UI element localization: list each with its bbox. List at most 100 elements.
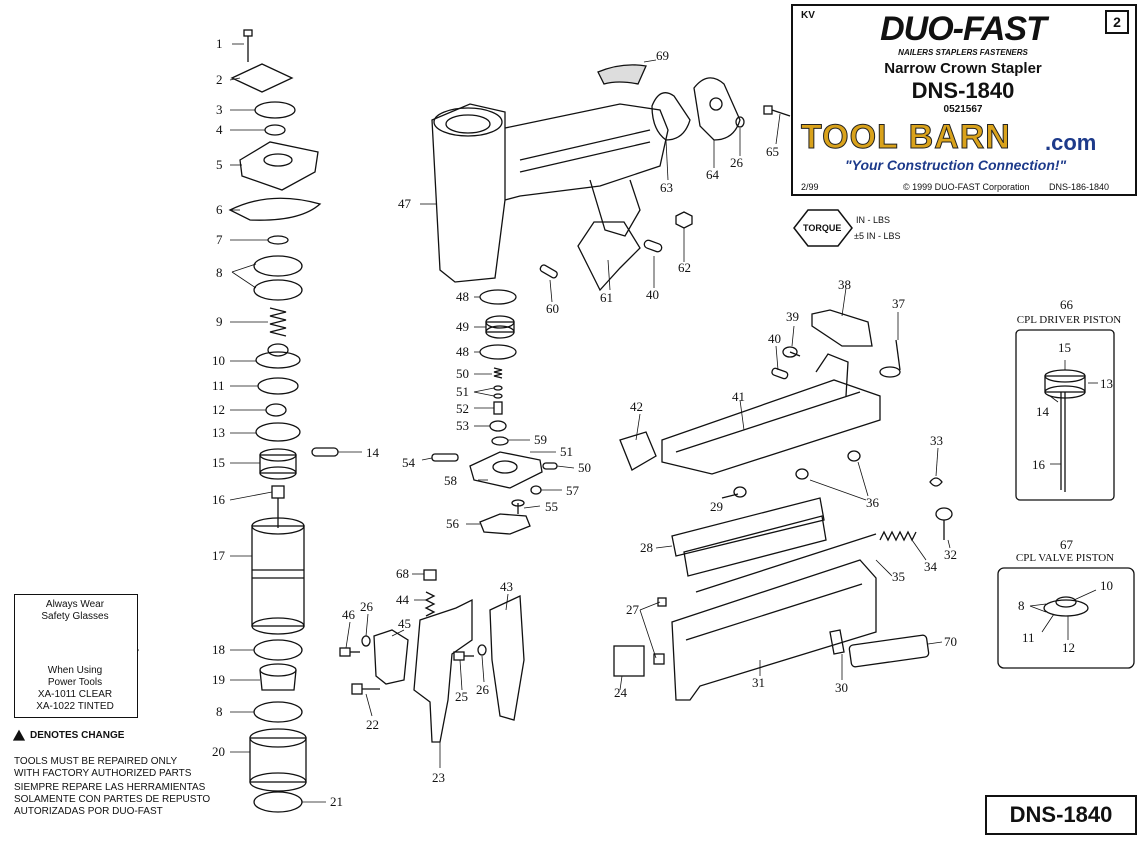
callout: 4: [216, 122, 223, 137]
part-48-oring-b: [479, 344, 517, 360]
toolbarn-logo-suffix: .com: [1045, 130, 1097, 155]
part-8-oring-b: [253, 279, 303, 301]
part-34-spring: [879, 530, 917, 542]
part-50-pin-b: [542, 462, 558, 470]
product-title: Narrow Crown Stapler: [884, 60, 1042, 77]
callout: 8: [216, 265, 223, 280]
part-11-seal: [257, 377, 299, 395]
callout: 10: [212, 353, 225, 368]
safety-glasses-box: Always Wear Safety Glasses When Using Po…: [14, 594, 138, 718]
part-29-screw: [721, 486, 747, 499]
callout: 16: [212, 492, 225, 507]
callout: 7: [216, 232, 223, 247]
callout: 20: [212, 744, 225, 759]
part-53-cap: [489, 420, 507, 432]
part-8-oring-a: [253, 255, 303, 277]
callout: 17: [212, 548, 225, 563]
product-model: DNS-1840: [911, 78, 1015, 103]
title-block: KV 2 DUO-FAST NAILERS STAPLERS FASTENERS…: [791, 4, 1137, 196]
callout: 59: [534, 432, 547, 447]
part-18-oring: [253, 639, 303, 661]
callout: 21: [330, 794, 343, 809]
part-7-oring: [267, 235, 289, 245]
part-62-nut: [675, 211, 693, 229]
part-31-magazine: [671, 559, 877, 701]
callout: 13: [1100, 376, 1113, 391]
part-57-ring: [530, 485, 542, 495]
callout: 9: [216, 314, 223, 329]
callout: 39: [786, 309, 799, 324]
inset-driver-piston: [1015, 329, 1115, 501]
repair-note-es-2: SOLAMENTE CON PARTES DE REPUSTO: [14, 794, 211, 805]
part-68-plug: [423, 569, 437, 581]
part-35-rod: [695, 533, 877, 593]
callout: 57: [566, 483, 579, 498]
callout: 32: [944, 547, 957, 562]
callout: 33: [930, 433, 943, 448]
part-5-cylinder-cap: [239, 141, 319, 191]
callout: 13: [212, 425, 225, 440]
part-26-washer-a: [735, 116, 745, 128]
part-43-guide: [489, 595, 525, 721]
torque-label: TORQUE: [803, 223, 842, 233]
callout: 45: [398, 616, 411, 631]
callout: 12: [1062, 640, 1075, 655]
callout: 22: [366, 717, 379, 732]
part-54-pin: [431, 453, 459, 462]
callout: 48: [456, 344, 469, 359]
callout: 15: [212, 455, 225, 470]
callout: 43: [500, 579, 513, 594]
callout: 12: [212, 402, 225, 417]
callout: 46: [342, 607, 355, 622]
callout: 5: [216, 157, 223, 172]
callout: 38: [838, 277, 851, 292]
part-59-seal: [491, 436, 509, 446]
callout: 26: [730, 155, 743, 170]
torque-units: IN - LBS: [856, 215, 891, 225]
part-36-screw-a: [795, 468, 809, 480]
part-58-valve-body: [469, 451, 543, 489]
callout: 40: [768, 331, 781, 346]
part-21-oring: [253, 791, 303, 813]
callout: 58: [444, 473, 457, 488]
callout: 8: [216, 704, 223, 719]
product-code: 0521567: [943, 104, 983, 115]
inset-driver-title: CPL DRIVER PISTON: [1016, 314, 1122, 326]
part-33-clip: [929, 477, 943, 487]
callout: 11: [212, 378, 225, 393]
part-4-ring: [264, 124, 286, 136]
part-44-spring: [424, 591, 436, 617]
callout: 2: [216, 72, 223, 87]
part-3-washer: [254, 101, 296, 119]
callout: 61: [600, 290, 613, 305]
copyright: © 1999 DUO-FAST Corporation: [903, 182, 1030, 192]
page-number: 2: [1105, 10, 1129, 34]
revision-date: 2/99: [801, 182, 819, 192]
part-37-lever: [879, 339, 901, 378]
part-64-cap: [693, 77, 741, 141]
inset-valve-number: 67: [1060, 537, 1073, 552]
repair-note-es-3: AUTORIZADAS POR DUO-FAST: [14, 806, 163, 817]
safety-line-4: Power Tools: [47, 677, 103, 688]
callout: 50: [456, 366, 469, 381]
safety-line-6: XA-1022 TINTED: [36, 701, 114, 712]
denotes-change-note: DENOTES CHANGE: [30, 730, 125, 741]
footer-model-number: DNS-1840: [985, 795, 1137, 835]
change-triangle-icon: [12, 729, 26, 741]
part-12-bushing: [265, 403, 287, 417]
part-26-washer-b: [361, 635, 371, 647]
callout: 55: [545, 499, 558, 514]
part-63-gasket: [651, 92, 691, 141]
safety-line-2: Safety Glasses: [41, 611, 109, 622]
part-25-screw: [453, 651, 474, 661]
callout: 36: [866, 495, 879, 510]
part-55-screw: [511, 499, 525, 514]
repair-note-en-2: WITH FACTORY AUTHORIZED PARTS: [14, 768, 192, 779]
callout: 56: [446, 516, 459, 531]
callout: 23: [432, 770, 445, 785]
part-60-pin: [539, 264, 558, 279]
part-47-frame: [420, 103, 669, 283]
part-15-piston: [259, 448, 297, 480]
toolbarn-logo: TOOL BARN: [801, 118, 1011, 157]
callout: 52: [456, 401, 469, 416]
